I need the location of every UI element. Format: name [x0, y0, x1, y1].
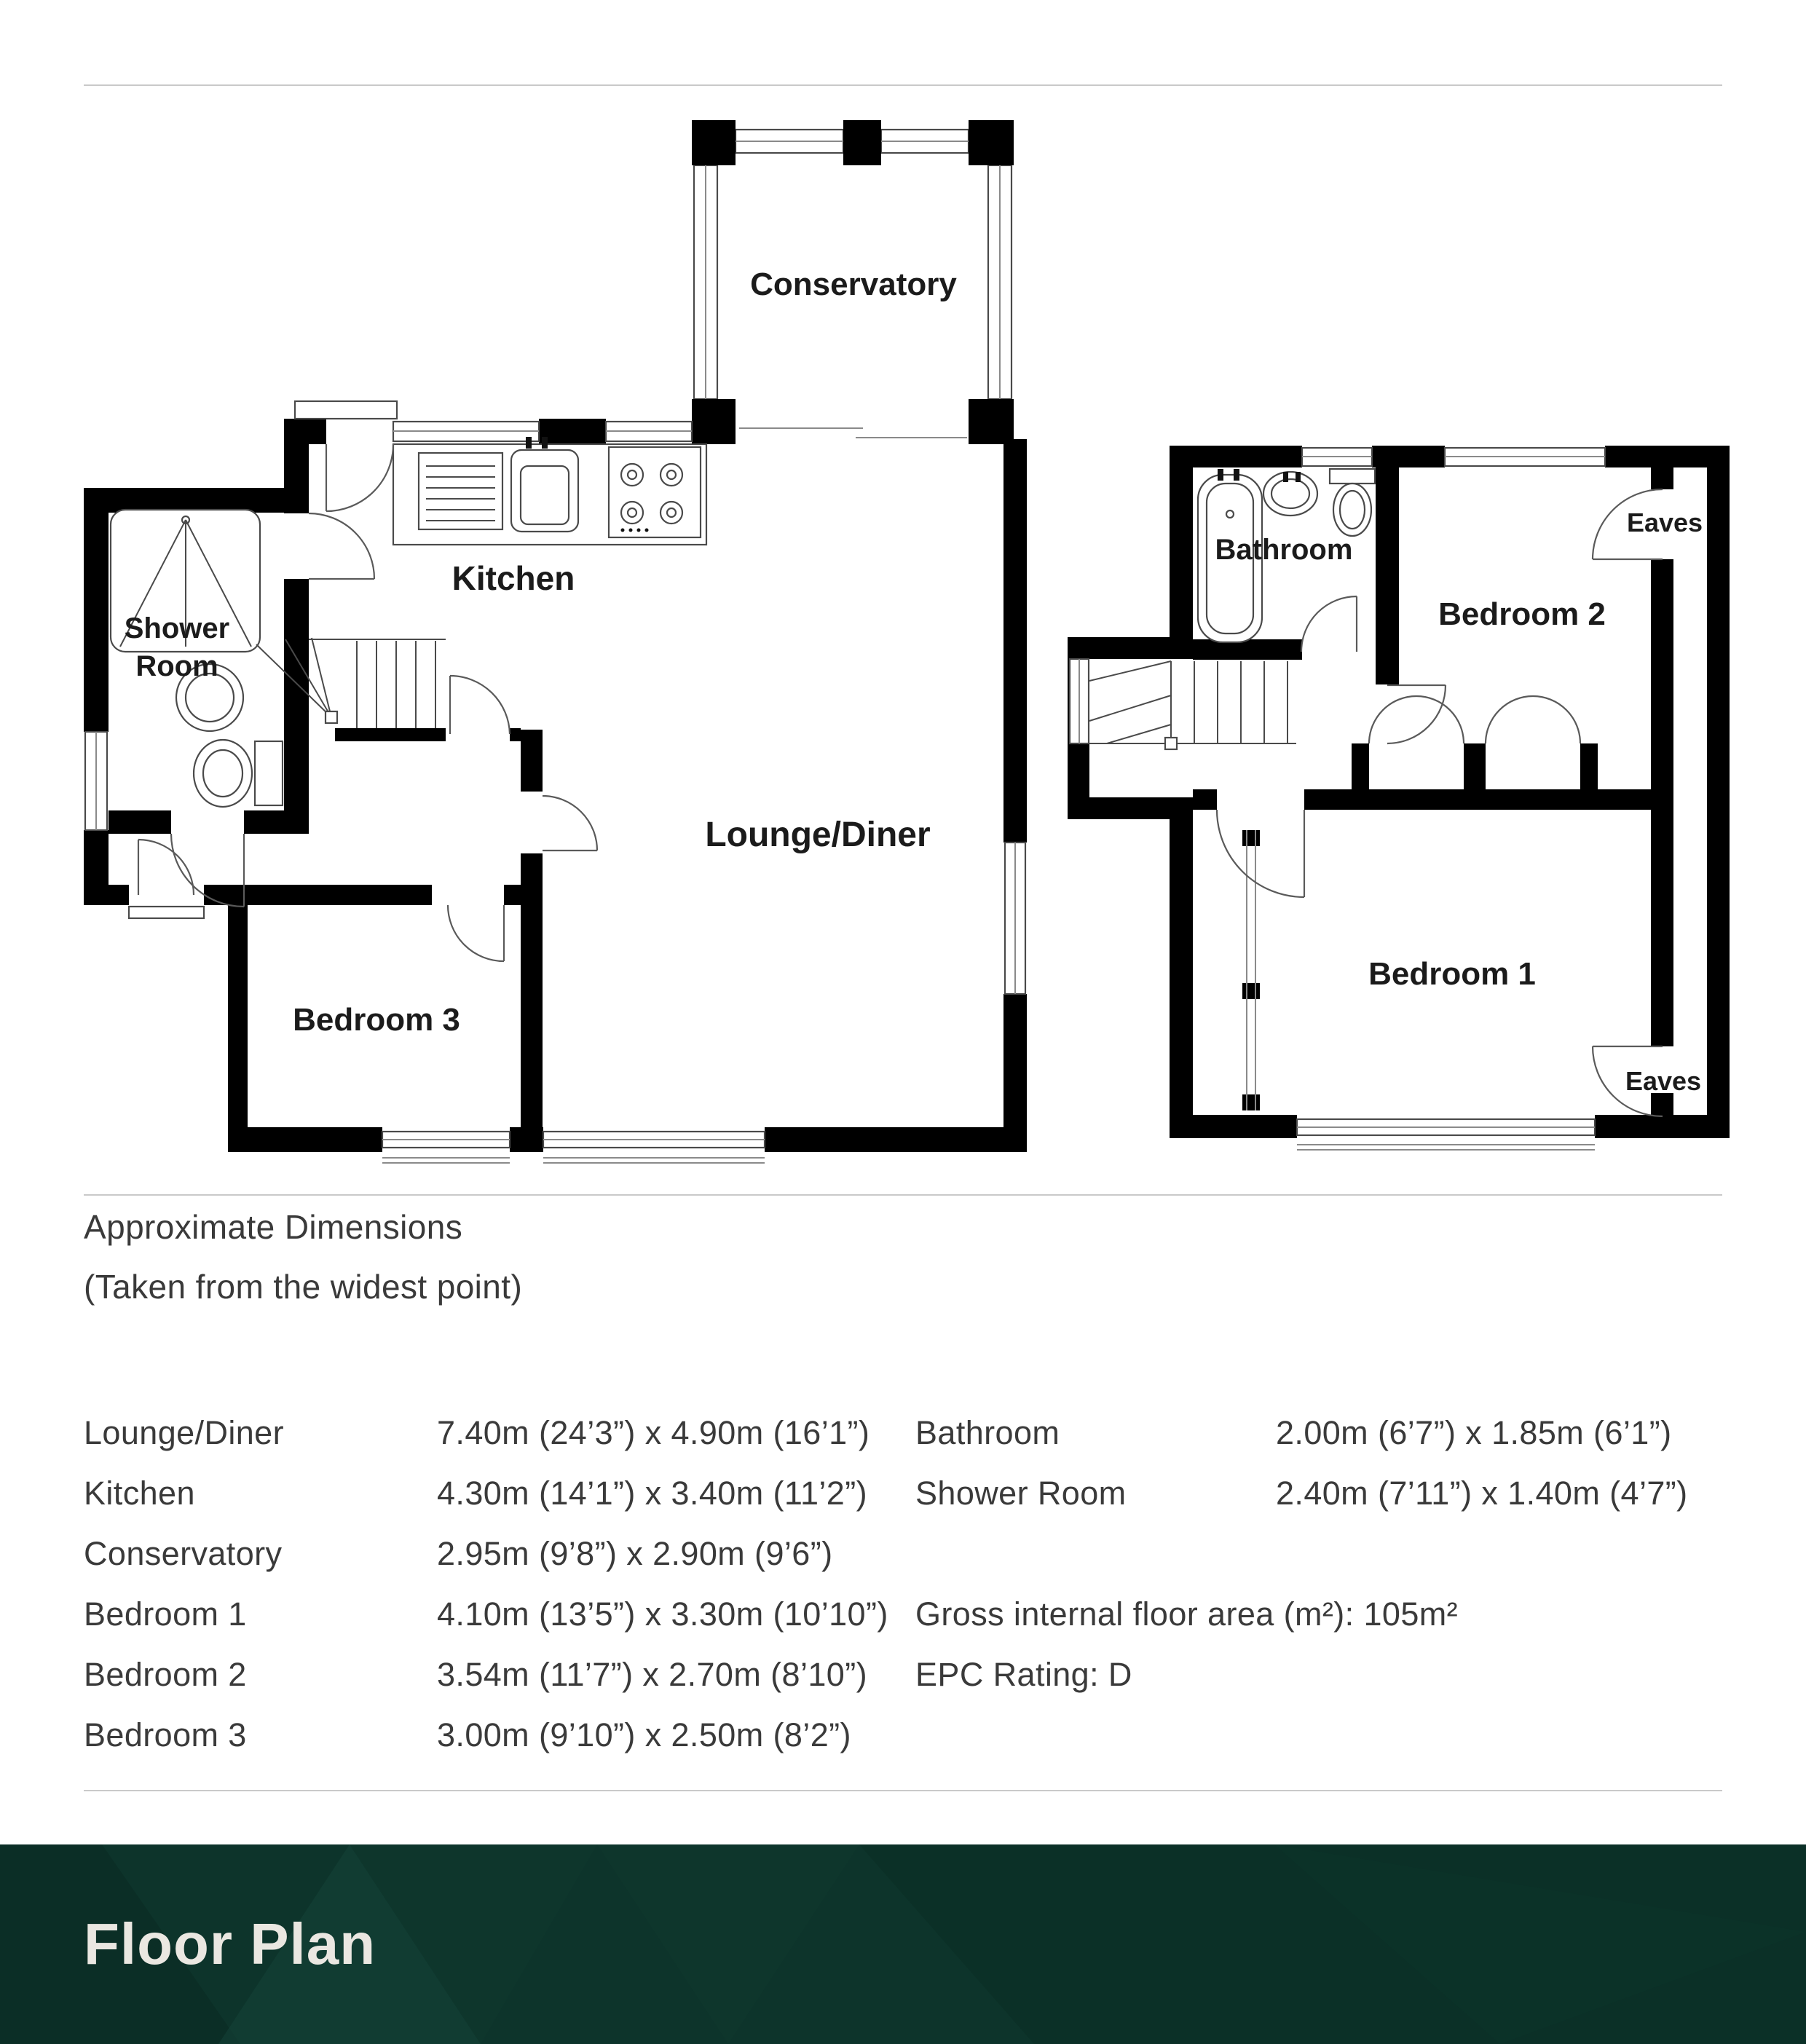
first-floor-windows [1068, 446, 1606, 1151]
dim-label-lounge: Lounge/Diner [84, 1414, 284, 1451]
dim-value-bedroom3: 3.00m (9’10”) x 2.50m (8’2”) [437, 1716, 851, 1753]
room-label-conservatory: Conservatory [750, 267, 957, 302]
dim-label-kitchen: Kitchen [84, 1475, 195, 1512]
dimensions-heading: Approximate Dimensions [84, 1208, 463, 1246]
room-label-bedroom1: Bedroom 1 [1368, 956, 1536, 992]
dim-label-bedroom3: Bedroom 3 [84, 1716, 247, 1753]
hob-icon [607, 446, 702, 539]
room-label-shower-line1: Shower [125, 612, 229, 644]
footer-polygon-art [0, 1844, 1806, 2044]
dim-value-bedroom1: 4.10m (13’5”) x 3.30m (10’10”) [437, 1595, 888, 1633]
dimensions-subheading: (Taken from the widest point) [84, 1268, 523, 1306]
dim-label-shower-room: Shower Room [915, 1475, 1127, 1512]
room-label-shower-line2: Room [135, 650, 218, 682]
dim-label-bathroom: Bathroom [915, 1414, 1060, 1451]
dim-label-conservatory: Conservatory [84, 1535, 283, 1572]
divider-middle [84, 1194, 1722, 1196]
room-label-bathroom: Bathroom [1215, 534, 1353, 566]
dim-value-kitchen: 4.30m (14’1”) x 3.40m (11’2”) [437, 1475, 867, 1512]
room-label-bedroom3: Bedroom 3 [293, 1002, 460, 1038]
room-label-lounge-diner: Lounge/Diner [705, 816, 930, 854]
dim-value-bathroom: 2.00m (6’7”) x 1.85m (6’1”) [1276, 1414, 1672, 1451]
stairs-ground [256, 637, 446, 728]
ground-floor-windows [84, 400, 1027, 1164]
shower-tray-icon [109, 508, 261, 653]
dim-value-bedroom2: 3.54m (11’7”) x 2.70m (8’10”) [437, 1656, 867, 1693]
kitchen-sink-icon [417, 437, 580, 533]
basin-icon-first [1262, 470, 1319, 517]
toilet-icon-first [1328, 467, 1376, 537]
first-floor-doors [1215, 488, 1663, 1118]
ground-floor-walls [84, 120, 1027, 1152]
dim-label-bedroom2: Bedroom 2 [84, 1656, 247, 1693]
room-label-eaves-top: Eaves [1627, 508, 1703, 537]
basin-icon-ground [175, 663, 245, 733]
toilet-icon-ground [192, 738, 284, 808]
dim-value-shower-room: 2.40m (7’11”) x 1.40m (4’7”) [1276, 1475, 1688, 1512]
wardrobe-doors [1368, 695, 1582, 744]
dim-value-conservatory: 2.95m (9’8”) x 2.90m (9’6”) [437, 1535, 833, 1572]
epc-rating: EPC Rating: D [915, 1656, 1132, 1693]
room-label-kitchen: Kitchen [452, 559, 575, 597]
floor-plan-drawing: Conservatory Kitchen Shower Room Lounge/… [84, 120, 1730, 1164]
footer-title: Floor Plan [84, 1911, 376, 1976]
dim-value-lounge: 7.40m (24’3”) x 4.90m (16’1”) [437, 1414, 870, 1451]
ground-floor-plan: Conservatory Kitchen Shower Room Lounge/… [84, 120, 1027, 1164]
conservatory-windows [693, 128, 1013, 400]
footer-banner: Floor Plan [0, 1844, 1806, 2044]
divider-bottom [84, 1790, 1722, 1791]
divider-top [84, 84, 1722, 86]
bath-icon [1196, 469, 1263, 644]
gross-floor-area: Gross internal floor area (m²): 105m² [915, 1595, 1459, 1633]
room-label-eaves-bottom: Eaves [1625, 1066, 1701, 1096]
ground-floor-doors [137, 443, 599, 963]
first-floor-plan: Bathroom Bedroom 2 Eaves Bedroom 1 Eaves [1068, 446, 1730, 1151]
first-floor-walls [1068, 446, 1730, 1138]
stairs-first [1089, 660, 1296, 751]
dim-label-bedroom1: Bedroom 1 [84, 1595, 247, 1633]
room-label-bedroom2: Bedroom 2 [1438, 596, 1606, 632]
